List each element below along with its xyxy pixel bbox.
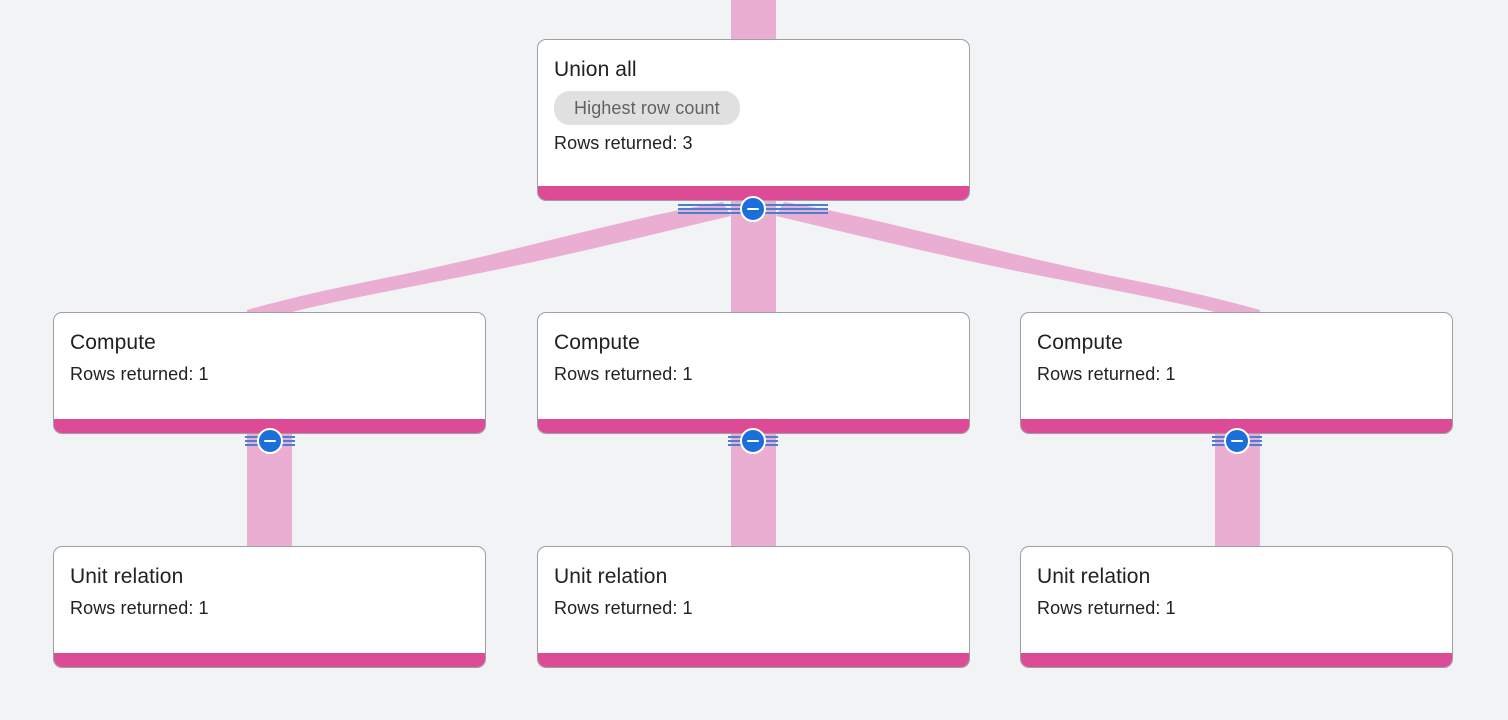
- node-accent-bar: [54, 653, 485, 667]
- node-accent-bar: [538, 653, 969, 667]
- minus-circle-icon: [264, 439, 276, 443]
- node-accent-bar: [1021, 653, 1452, 667]
- plan-node-compute-1[interactable]: Compute Rows returned: 1: [53, 312, 486, 434]
- node-badge-wrap: Highest row count: [554, 91, 953, 125]
- minus-circle-icon: [747, 439, 759, 443]
- collapse-button-compute-3[interactable]: [1224, 428, 1250, 454]
- node-body: Unit relation Rows returned: 1: [538, 547, 969, 628]
- node-body: Compute Rows returned: 1: [54, 313, 485, 394]
- node-title: Compute: [70, 331, 156, 354]
- collapse-button-compute-2[interactable]: [740, 428, 766, 454]
- node-rows-returned: Rows returned: 1: [70, 364, 209, 384]
- minus-circle-icon: [747, 207, 759, 211]
- collapse-button-compute-1[interactable]: [257, 428, 283, 454]
- node-rows-returned: Rows returned: 1: [554, 598, 693, 618]
- edge-union-to-compute-2: [731, 201, 776, 312]
- node-body: Compute Rows returned: 1: [1021, 313, 1452, 394]
- edge-into-union-all: [731, 0, 776, 39]
- plan-node-unit-relation-2[interactable]: Unit relation Rows returned: 1: [537, 546, 970, 668]
- edge-union-to-compute-3: [247, 202, 731, 312]
- collapse-button-union-all[interactable]: [740, 196, 766, 222]
- edge-union-to-compute-1: [776, 202, 1260, 312]
- node-accent-bar: [538, 186, 969, 200]
- node-body: Compute Rows returned: 1: [538, 313, 969, 394]
- node-rows-returned: Rows returned: 1: [1037, 598, 1176, 618]
- plan-node-compute-3[interactable]: Compute Rows returned: 1: [1020, 312, 1453, 434]
- node-rows-returned: Rows returned: 3: [554, 133, 693, 153]
- node-body: Unit relation Rows returned: 1: [54, 547, 485, 628]
- plan-node-union-all[interactable]: Union all Highest row count Rows returne…: [537, 39, 970, 201]
- node-title: Compute: [554, 331, 640, 354]
- node-accent-bar: [538, 419, 969, 433]
- node-title: Compute: [1037, 331, 1123, 354]
- node-rows-returned: Rows returned: 1: [554, 364, 693, 384]
- plan-node-compute-2[interactable]: Compute Rows returned: 1: [537, 312, 970, 434]
- node-title: Union all: [554, 58, 637, 81]
- node-rows-returned: Rows returned: 1: [70, 598, 209, 618]
- edge-compute-1-to-unit-1: [247, 434, 292, 546]
- node-title: Unit relation: [554, 565, 668, 588]
- node-body: Unit relation Rows returned: 1: [1021, 547, 1452, 628]
- node-title: Unit relation: [70, 565, 184, 588]
- edge-compute-3-to-unit-3: [1215, 434, 1260, 546]
- node-rows-returned: Rows returned: 1: [1037, 364, 1176, 384]
- node-accent-bar: [54, 419, 485, 433]
- plan-node-unit-relation-1[interactable]: Unit relation Rows returned: 1: [53, 546, 486, 668]
- edge-compute-2-to-unit-2: [731, 434, 776, 546]
- node-body: Union all Highest row count Rows returne…: [538, 40, 969, 163]
- status-badge: Highest row count: [554, 91, 740, 125]
- plan-node-unit-relation-3[interactable]: Unit relation Rows returned: 1: [1020, 546, 1453, 668]
- node-accent-bar: [1021, 419, 1452, 433]
- node-title: Unit relation: [1037, 565, 1151, 588]
- minus-circle-icon: [1231, 439, 1243, 443]
